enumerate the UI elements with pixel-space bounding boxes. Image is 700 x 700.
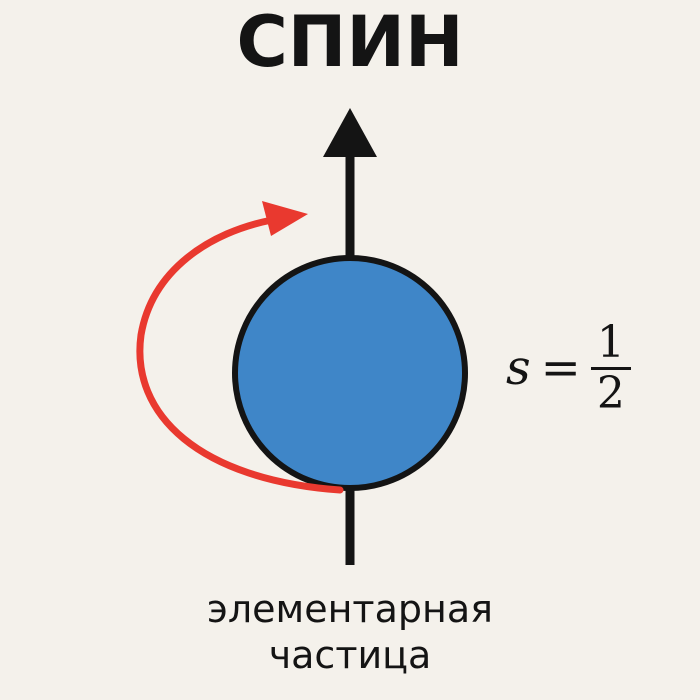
spin-fraction: 1 2 xyxy=(589,316,633,419)
fraction-bar xyxy=(590,366,631,370)
fraction-numerator: 1 xyxy=(596,316,625,368)
rotation-arrowhead xyxy=(262,201,308,236)
caption: элементарная частица xyxy=(0,586,700,678)
equals-sign: = xyxy=(540,340,581,396)
spin-axis-arrowhead xyxy=(323,108,377,157)
rotation-arrow-path xyxy=(136,216,344,494)
spin-variable: s xyxy=(506,340,531,396)
spin-formula: s = 1 2 xyxy=(506,318,633,418)
page-title: СПИН xyxy=(236,1,464,83)
particle-circle xyxy=(232,255,468,491)
caption-line-1: элементарная xyxy=(207,587,493,631)
fraction-denominator: 2 xyxy=(596,367,625,419)
caption-line-2: частица xyxy=(268,633,432,677)
